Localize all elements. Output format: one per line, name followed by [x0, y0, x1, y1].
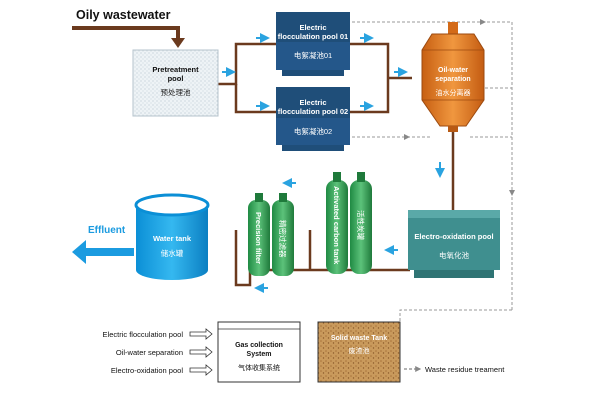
waste-line: [399, 309, 512, 322]
inlet-arrow: [171, 38, 185, 48]
residue-label: Waste residue treament: [425, 365, 505, 374]
legend-item-2: Oil-water separation: [116, 348, 183, 357]
gas-arrow-top: [480, 19, 486, 25]
gas-arrow-mid: [404, 134, 410, 140]
water-tank-label-cn: 储水罐: [161, 248, 184, 258]
effluent-arrow: [72, 240, 134, 264]
electro-oxidation-pool: Electro-oxidation pool 电氧化池: [408, 210, 500, 278]
solid-label-cn: 废渣池: [349, 346, 370, 355]
precision-label-cn: 精密过滤器: [278, 220, 288, 258]
carbon-label-en: Activated carbon tank: [332, 186, 341, 265]
precision-filter: Precision filter 精密过滤器: [248, 193, 294, 276]
gas-arrow-right: [509, 190, 515, 196]
effluent-label: Effluent: [88, 225, 126, 236]
electro-label-cn: 电氧化池: [439, 250, 469, 260]
solid-label-en: Solid waste Tank: [331, 335, 387, 342]
legend-item-1: Electric flocculation pool: [103, 330, 184, 339]
diagram-title: Oily wastewater: [76, 8, 171, 22]
ef2-label-cn: 电絮凝池02: [294, 126, 332, 136]
carbon-label-cn: 活性炭罐: [356, 210, 366, 240]
legend-item-3: Electro-oxidation pool: [111, 366, 183, 375]
activated-carbon-tank: Activated carbon tank 活性炭罐: [326, 172, 372, 274]
gas-label-cn: 气体收集系统: [238, 363, 280, 372]
separator-label-cn: 油水分离器: [436, 88, 471, 97]
legend: Electric flocculation pool Oil-water sep…: [103, 321, 505, 383]
water-tank: Water tank 储水罐: [134, 193, 210, 280]
pretreatment-label-cn: 预处理池: [161, 87, 191, 97]
electro-label-en: Electro-oxidation pool: [414, 232, 493, 241]
flow-arrows: [222, 33, 445, 293]
precision-label-en: Precision filter: [254, 212, 263, 264]
inlet-pipe: [72, 26, 180, 40]
ef1-label-cn: 电絮凝池01: [294, 50, 332, 60]
water-tank-label-en: Water tank: [153, 234, 192, 243]
